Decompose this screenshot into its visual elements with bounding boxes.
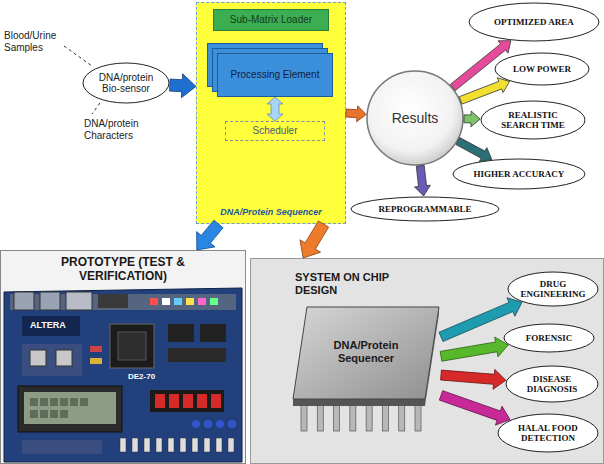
node-text: Processing Element [221, 69, 329, 81]
chip-shape: DNA/Protein Sequencer [291, 305, 441, 433]
block-arrow [346, 106, 366, 122]
outcome-ellipse: OPTIMIZED AREA [468, 2, 600, 42]
board-model: DE2-70 [128, 372, 162, 382]
node-text: DNA/Protein Sequencer [318, 339, 414, 364]
loader-box: Sub-Matrix Loader [213, 9, 329, 31]
block-arrow [441, 369, 506, 389]
output-label: DNA/protein Characters [84, 118, 166, 142]
output-label-holder: DNA/protein Characters [84, 118, 166, 142]
sample-label-holder: Blood/Urine Samples [4, 30, 68, 54]
node-text: Scheduler [229, 125, 321, 137]
node-label: HALAL FOOD DETECTION [508, 423, 588, 444]
board-brand-holder: ALTERA [30, 320, 74, 331]
fpga-board [1, 251, 245, 463]
board-model-holder: DE2-70 [128, 372, 162, 382]
node-text: Results [377, 110, 453, 126]
node-text: OPTIMIZED AREA [483, 17, 586, 27]
node-text: HALAL FOOD DETECTION [508, 423, 588, 444]
node-label: SYSTEM ON CHIP DESIGN [295, 271, 405, 296]
outcome-ellipse: FORENSIC [503, 323, 595, 353]
node-text: HIGHER ACCURACY [467, 169, 572, 179]
outcome-ellipse: DRUG ENGINEERING [507, 271, 599, 307]
node-label: REPROGRAMMABLE [367, 204, 484, 214]
node-label: DNA/Protein Sequencer [318, 339, 414, 364]
node-label: OPTIMIZED AREA [483, 17, 586, 27]
node-label: DISEASE DIAGNOSIS [516, 374, 589, 395]
node-text: REALISTIC SEARCH TIME [492, 110, 575, 131]
board-brand: ALTERA [30, 320, 74, 331]
node-label: DNA/protein Bio-sensor [92, 72, 161, 95]
chip-outline [291, 305, 441, 433]
block-arrow [459, 78, 509, 104]
block-arrow [440, 337, 508, 361]
node-text: DRUG ENGINEERING [517, 279, 589, 300]
node-text: SYSTEM ON CHIP DESIGN [295, 271, 405, 296]
node-label: HIGHER ACCURACY [467, 169, 572, 179]
node-text: FORENSIC [513, 333, 585, 343]
node-label: PROTOTYPE (TEST & VERIFICATION) [48, 256, 198, 284]
node-label: LOW POWER [505, 64, 580, 74]
node-label: Sub-Matrix Loader [217, 14, 325, 26]
block-arrow [415, 165, 431, 196]
outcome-ellipse: HIGHER ACCURACY [452, 158, 586, 190]
block-arrow [464, 111, 480, 127]
node-text: DNA/protein Bio-sensor [92, 72, 161, 95]
block-arrow [439, 391, 510, 425]
node-label: REALISTIC SEARCH TIME [492, 110, 575, 131]
prototype-panel: PROTOTYPE (TEST & VERIFICATION) [0, 250, 246, 464]
sensor-ellipse: DNA/protein Bio-sensor [82, 62, 170, 104]
node-label: Results [377, 110, 453, 126]
node-text: REPROGRAMMABLE [367, 204, 484, 214]
results-circle: Results [366, 70, 464, 166]
block-arrow [197, 220, 224, 250]
outcome-ellipse: LOW POWER [494, 52, 590, 86]
soc-panel: SYSTEM ON CHIP DESIGN DNA/Protein Sequenc… [250, 258, 604, 464]
block-arrow [450, 41, 511, 91]
node-label: Scheduler [229, 125, 321, 137]
outcome-ellipse: DISEASE DIAGNOSIS [505, 365, 599, 403]
block-arrow [170, 74, 197, 98]
node-text: LOW POWER [505, 64, 580, 74]
sample-label: Blood/Urine Samples [4, 30, 68, 54]
processing-box: Processing Element [217, 53, 333, 97]
scheduler-box: Scheduler [225, 121, 325, 141]
node-text: PROTOTYPE (TEST & VERIFICATION) [48, 256, 198, 284]
outcome-ellipse: REALISTIC SEARCH TIME [480, 100, 586, 140]
node-text: DISEASE DIAGNOSIS [516, 374, 589, 395]
block-arrow [439, 298, 522, 342]
outcome-ellipse: HALAL FOOD DETECTION [497, 413, 599, 453]
node-label: DRUG ENGINEERING [517, 279, 589, 300]
block-arrow [300, 221, 329, 258]
node-text: Sub-Matrix Loader [217, 14, 325, 26]
node-text: DNA/Protein Sequencer [200, 207, 342, 217]
node-label: FORENSIC [513, 333, 585, 343]
block-arrow [456, 138, 492, 162]
outcome-ellipse: REPROGRAMMABLE [350, 196, 500, 222]
sequencer-box: DNA/Protein Sequencer Sub-Matrix LoaderPr… [196, 2, 346, 224]
node-label: Processing Element [221, 69, 329, 81]
node-label: DNA/Protein Sequencer [200, 207, 342, 217]
block-arrow [267, 97, 283, 121]
